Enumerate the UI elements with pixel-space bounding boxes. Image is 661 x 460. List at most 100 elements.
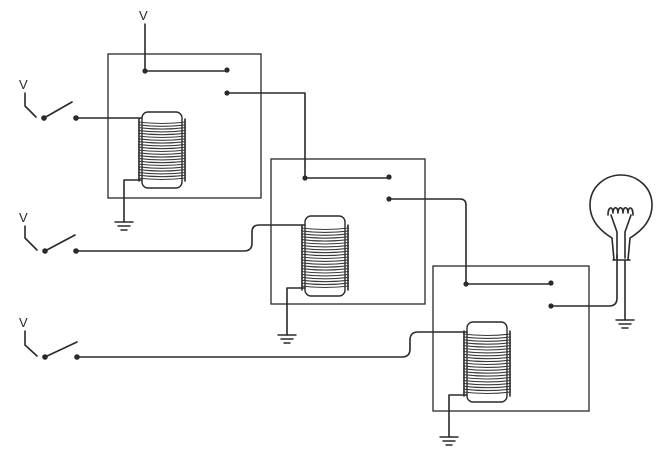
coil-winding <box>462 376 512 380</box>
coil-winding <box>462 388 512 392</box>
relay-3-housing <box>432 265 590 412</box>
switch-1-input-wire <box>24 92 37 118</box>
coil-winding <box>137 146 187 150</box>
relay-1-coil-ground-wire <box>123 179 143 223</box>
coil-winding <box>300 241 350 245</box>
relay-1-housing <box>107 53 262 199</box>
coil-winding <box>137 160 187 164</box>
relay-2-output-wire <box>388 198 467 285</box>
switch-3-lever <box>44 341 78 358</box>
coil-winding <box>137 149 187 153</box>
relay-1-output-wire <box>226 92 306 179</box>
coil-winding <box>300 259 350 262</box>
switch-1-supply-label: V <box>19 77 28 92</box>
coil-winding <box>137 174 187 178</box>
relay-1-pivot <box>142 68 148 74</box>
coil-winding <box>462 347 512 351</box>
coil-winding <box>462 342 512 345</box>
switch-2: V <box>19 210 306 254</box>
coil-winding <box>462 333 512 337</box>
relay-3-output-wire <box>550 254 618 307</box>
relay-2 <box>270 158 426 344</box>
coil-winding <box>300 236 350 239</box>
relay-2-coil <box>300 215 350 297</box>
relay-3 <box>432 265 590 446</box>
coil-winding <box>462 379 512 383</box>
bulb-glass <box>589 174 653 261</box>
coil-winding <box>137 152 187 155</box>
coil-winding <box>137 163 187 167</box>
switch-2-input-wire <box>24 225 38 251</box>
light-bulb-icon <box>589 174 653 329</box>
coil-winding <box>462 353 512 357</box>
coil-winding <box>137 132 187 136</box>
switch-1-lever <box>43 101 73 119</box>
coil-winding <box>137 129 187 133</box>
coil-winding <box>300 227 350 231</box>
relay-3-ground-icon <box>439 436 459 446</box>
coil-winding <box>462 385 512 389</box>
relay-2-housing <box>270 158 426 305</box>
switch-3-input-wire <box>24 330 38 357</box>
switch-1: V <box>19 77 143 121</box>
coil-winding <box>300 273 350 277</box>
coil-winding <box>137 166 187 169</box>
relay-1 <box>107 53 262 231</box>
coil-winding <box>300 276 350 280</box>
relay-3-coil-ground-wire <box>448 394 468 438</box>
coil-winding <box>462 336 512 339</box>
coil-winding <box>300 262 350 265</box>
coil-winding <box>462 391 512 395</box>
coil-winding <box>300 282 350 286</box>
coil-winding <box>137 177 187 181</box>
coil-winding <box>137 124 187 127</box>
relay-1-ground-icon <box>114 221 134 231</box>
coil-winding <box>462 350 512 354</box>
coil-winding <box>462 359 512 363</box>
switch-3-supply-label: V <box>19 315 28 330</box>
relay-1-contact-upper <box>224 67 230 73</box>
coil-winding <box>462 371 512 374</box>
coil-winding <box>462 362 512 366</box>
coil-winding <box>137 169 187 172</box>
bulb-lead-left <box>610 214 618 259</box>
coil-winding <box>462 339 512 342</box>
coil-winding <box>137 157 187 161</box>
relay-3-coil <box>462 321 512 403</box>
coil-winding <box>137 127 187 130</box>
coil-winding <box>137 141 187 144</box>
switch-3-to-coil-wire <box>76 331 468 358</box>
coil-winding <box>137 143 187 147</box>
relay-2-ground-icon <box>277 334 297 344</box>
coil-winding <box>300 279 350 283</box>
coil-winding <box>300 285 350 289</box>
coil-winding <box>300 270 350 274</box>
coil-winding <box>300 265 350 268</box>
coil-winding <box>462 382 512 386</box>
coil-winding <box>300 239 350 242</box>
coil-winding <box>462 368 512 371</box>
coil-winding <box>462 345 512 348</box>
lamp-ground-icon <box>615 319 635 329</box>
coil-winding <box>300 250 350 254</box>
switch-2-lever <box>44 234 76 252</box>
relay-2-contact-upper <box>386 174 392 180</box>
supply-label: V <box>139 8 148 23</box>
coil-winding <box>300 256 350 260</box>
coil-winding <box>462 365 512 368</box>
coil-winding <box>137 155 187 158</box>
coil-winding <box>462 356 512 360</box>
relay-1-coil <box>137 111 187 189</box>
relay-3-contact-upper <box>548 280 554 286</box>
coil-winding <box>137 138 187 141</box>
relay-3-pivot <box>463 281 469 287</box>
coil-winding <box>300 244 350 248</box>
coil-winding <box>137 121 187 125</box>
switch-2-supply-label: V <box>19 210 28 225</box>
coil-winding <box>300 233 350 236</box>
switch-3: V <box>19 315 468 360</box>
coil-winding <box>300 268 350 271</box>
relay-2-coil-ground-wire <box>286 287 306 336</box>
switch-2-to-coil-wire <box>75 224 306 252</box>
